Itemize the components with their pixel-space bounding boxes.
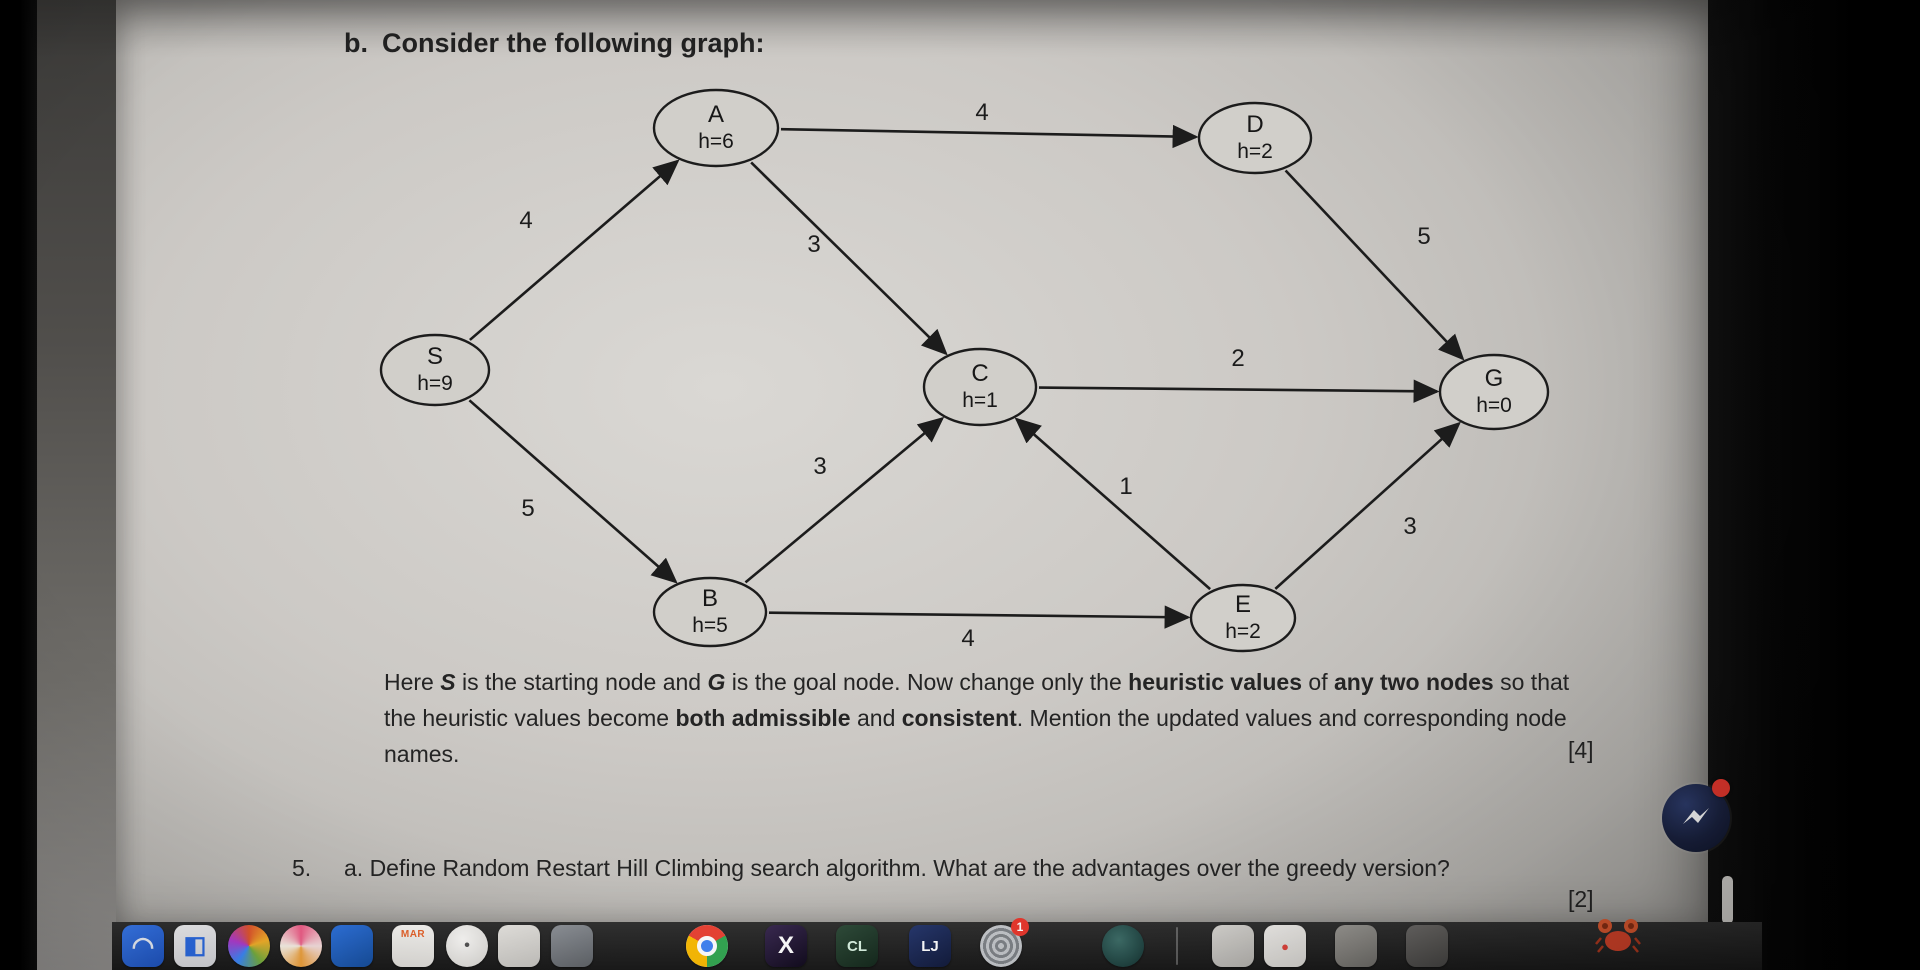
dock-app-light-square-icon[interactable] [498,925,540,967]
dock-app-gray-square-icon[interactable] [551,925,593,967]
dock: ◠ ◧ MAR • X CL LJ 1 ● [112,918,1762,970]
edge-B-C [744,416,945,584]
edge-E-G [1274,421,1461,590]
dock-app-pin-icon-glyph: ● [1281,938,1289,954]
node-heuristic-C: h=1 [962,389,998,412]
dock-app-lj-icon-glyph: LJ [921,937,939,955]
crab-shape [1595,919,1641,953]
node-heuristic-B: h=5 [692,614,728,637]
node-ellipse-G [1438,353,1550,431]
edge-weight-B-E: 4 [961,625,974,652]
node-label-E: E [1235,591,1251,618]
screen-edge-strip [37,0,116,970]
dock-fingerprint-icon[interactable]: 1 [980,918,1029,967]
edge-A-D [780,124,1199,149]
node-label-B: B [702,585,718,612]
edge-weight-C-G: 2 [1231,345,1244,372]
dock-clock-icon-glyph: • [464,937,470,954]
node-label-S: S [427,343,443,370]
node-ellipse-C [922,347,1038,427]
node-label-G: G [1485,365,1504,392]
dock-app-lj-icon[interactable]: LJ [909,925,951,967]
dock-app-blue-swirl-icon-glyph: ◠ [131,931,155,961]
dock-app-light-square-2-icon[interactable] [1212,925,1254,967]
question-5: 5. a. Define Random Restart Hill Climbin… [292,851,1519,886]
dock-app-cl-icon[interactable]: CL [836,925,878,967]
dock-app-blue-swirl-icon[interactable]: ◠ [122,925,164,967]
node-heuristic-A: h=6 [698,130,734,153]
node-label-A: A [708,101,724,128]
node-ellipse-B [652,576,768,648]
graph-node-B: Bh=5 [652,576,768,648]
node-heuristic-D: h=2 [1237,140,1273,163]
edge-weight-A-D: 4 [975,99,988,126]
notification-badge: 1 [1011,918,1029,936]
graph-node-C: Ch=1 [922,347,1038,427]
node-ellipse-A [652,88,780,168]
dock-app-dark-circle-icon[interactable] [1102,925,1144,967]
edge-weight-A-C: 3 [807,231,820,258]
node-label-C: C [971,360,988,387]
graph-node-A: Ah=6 [652,88,780,168]
question-5-text: a. Define Random Restart Hill Climbing s… [344,855,1450,881]
marks-question-5: [2] [1568,886,1594,912]
dock-app-dim-square-icon[interactable] [1406,925,1448,967]
chrome-core [697,936,717,956]
dock-calendar-icon[interactable]: MAR [392,925,434,967]
dock-separator [1176,927,1178,965]
edge-weight-B-C: 3 [813,453,826,480]
question-b-number: b. [344,28,368,58]
dock-app-x-icon[interactable]: X [765,925,807,967]
edge-B-E [768,605,1191,629]
dock-app-cl-icon-glyph: CL [847,937,867,955]
dock-chrome-icon[interactable] [686,925,728,967]
edge-E-C [1014,417,1211,591]
graph-node-D: Dh=2 [1197,101,1313,175]
notification-dot-icon [1712,779,1730,797]
graph-node-S: Sh=9 [379,333,491,407]
screen-bezel-left [0,0,37,970]
dock-app-pin-icon[interactable]: ● [1264,925,1306,967]
node-heuristic-E: h=2 [1225,620,1261,643]
dock-app-document-icon-glyph: ◧ [183,932,207,959]
dock-crab-icon[interactable] [1594,914,1642,958]
edge-C-G [1038,379,1440,403]
node-heuristic-G: h=0 [1476,394,1512,417]
edge-D-G [1284,169,1465,361]
edge-weight-S-A: 4 [519,207,532,234]
dock-app-color-wheel-icon[interactable] [228,925,270,967]
edge-S-B [468,399,678,584]
marks-question-b: [4] [1568,737,1594,763]
node-ellipse-S [379,333,491,407]
messenger-icon[interactable] [1662,779,1730,852]
document-page: b. Consider the following graph: 4 4 3 5 2 5 3 4… [116,0,1708,922]
dock-app-blue-square-icon[interactable] [331,925,373,967]
node-heuristic-S: h=9 [417,372,453,395]
calendar-month-label: MAR [400,929,426,940]
question-5-number: 5. [292,855,312,881]
node-ellipse-E [1189,583,1297,653]
dock-app-gray-square-2-icon[interactable] [1335,925,1377,967]
edge-weight-E-G: 3 [1403,513,1416,540]
edge-A-C [750,161,948,356]
node-label-D: D [1246,111,1263,138]
graph-node-E: Eh=2 [1189,583,1297,653]
edge-weight-S-B: 5 [521,495,534,522]
graph-node-G: Gh=0 [1438,353,1550,431]
dock-clock-icon[interactable]: • [446,925,488,967]
messenger-bolt-icon [1683,808,1709,824]
node-ellipse-D [1197,101,1313,175]
scrollbar[interactable] [1722,876,1733,924]
screen-right-area [1708,0,1920,970]
question-b: b. Consider the following graph: [344,28,764,59]
dock-app-x-icon-glyph: X [777,932,794,959]
edge-weight-E-C: 1 [1119,473,1132,500]
question-b-text: Consider the following graph: [382,28,765,58]
edge-weight-D-G: 5 [1417,223,1430,250]
paragraph: Here S is the starting node and G is the… [384,669,1570,767]
edge-S-A [469,159,680,341]
dock-app-document-icon[interactable]: ◧ [174,925,216,967]
dock-app-pinwheel-icon[interactable] [280,925,322,967]
